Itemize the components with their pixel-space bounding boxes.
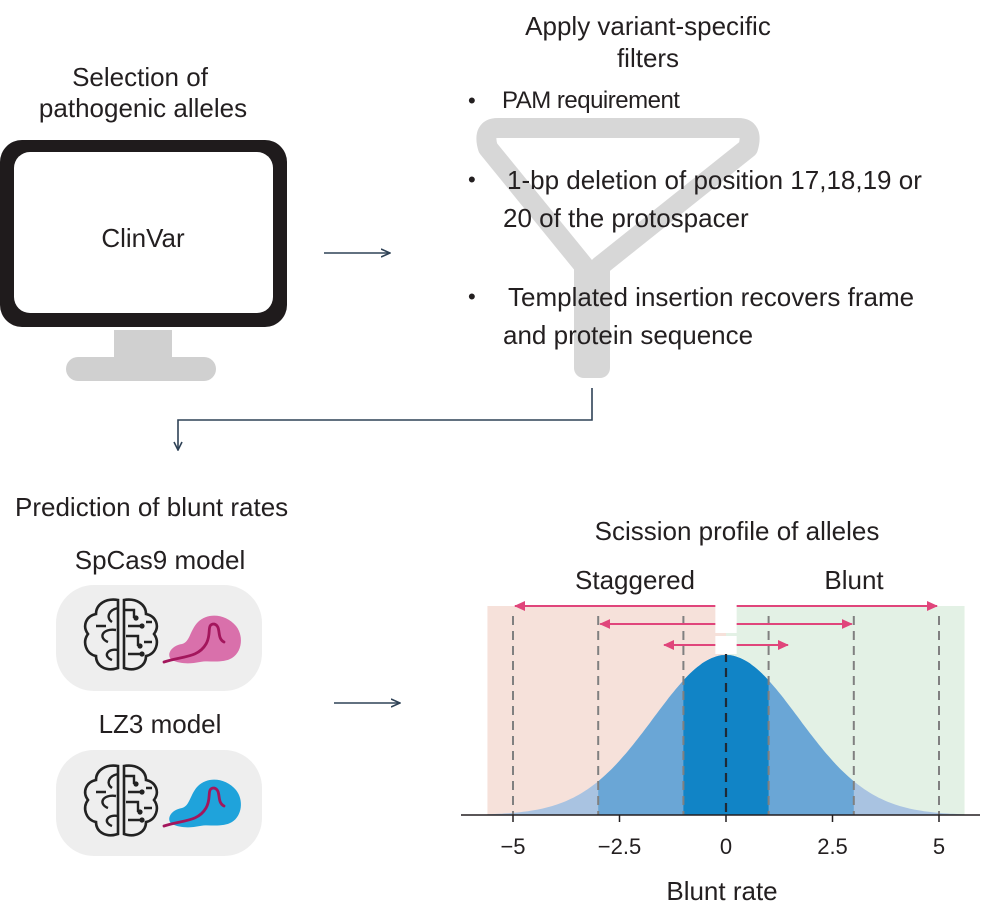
spcas9-model-card — [56, 585, 262, 691]
scission-profile-chart — [461, 597, 980, 822]
model-card-bg — [56, 585, 262, 691]
x-tick-label: −5 — [500, 834, 526, 859]
filter-item-pam: PAM requirement — [502, 87, 680, 114]
lz3-model-card — [56, 750, 262, 856]
monitor-stand — [66, 357, 216, 381]
blunt-label: Blunt — [824, 565, 884, 595]
filter-item-deletion-line2: 20 of the protospacer — [503, 203, 749, 233]
bullet: • — [468, 88, 476, 113]
bullet: • — [468, 167, 476, 192]
filters-title-line1: Apply variant-specific — [525, 11, 771, 41]
arrow-filters-to-prediction — [178, 388, 593, 450]
filters-title-line2: filters — [616, 43, 680, 73]
selection-title-line1: Selection of — [72, 62, 208, 92]
x-tick-label: 0 — [719, 834, 733, 859]
x-tick-label: −2.5 — [597, 834, 642, 859]
prediction-title: Prediction of blunt rates — [15, 492, 289, 522]
staggered-label: Staggered — [575, 565, 695, 595]
brain-icon — [83, 764, 159, 837]
x-tick-label: 5 — [932, 834, 946, 859]
bullet: • — [468, 284, 476, 309]
x-axis-label: Blunt rate — [666, 876, 778, 906]
funnel-icon — [476, 118, 760, 378]
arrow-gap — [715, 597, 737, 615]
chart-title: Scission profile of alleles — [594, 516, 880, 546]
cas-protein-icon — [162, 615, 241, 664]
spcas9-model-label: SpCas9 model — [74, 545, 246, 575]
clinvar-label: ClinVar — [101, 223, 185, 253]
range-arrows — [514, 597, 938, 654]
arrow-gap — [715, 615, 737, 633]
filter-item-insertion-line2: and protein sequence — [503, 320, 754, 350]
filter-item-insertion-line1: Templated insertion recovers frame — [508, 282, 915, 312]
filter-item-deletion-line1: 1-bp deletion of position 17,18,19 or — [507, 165, 922, 195]
selection-title-line2: pathogenic alleles — [38, 93, 248, 123]
brain-icon — [83, 598, 159, 671]
computer-monitor-icon — [0, 140, 287, 381]
lz3-model-label: LZ3 model — [98, 709, 222, 739]
x-tick-label: 2.5 — [817, 834, 848, 859]
model-card-bg — [56, 750, 262, 856]
arrow-gap — [715, 636, 737, 654]
cas-protein-icon — [162, 779, 241, 828]
x-ticks — [512, 815, 940, 822]
threshold-lines — [512, 608, 940, 815]
monitor-screen — [14, 152, 273, 313]
